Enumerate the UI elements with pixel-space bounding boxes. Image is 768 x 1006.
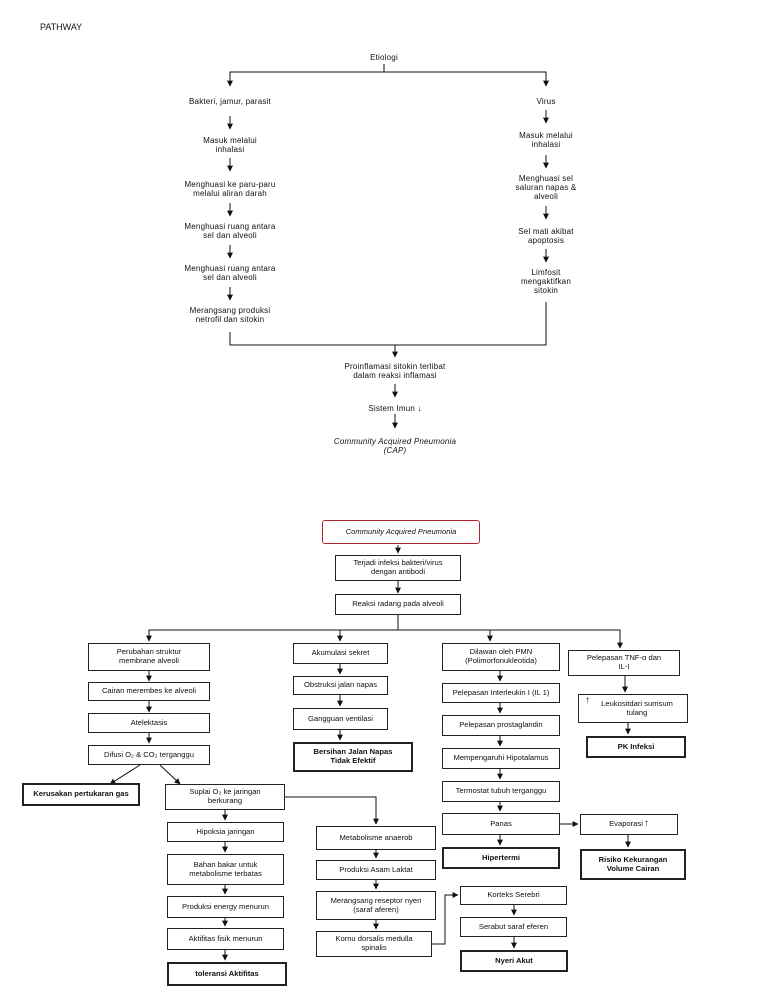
left-step-5: Menghuasi ruang antara sel dan alveoli: [184, 264, 276, 282]
bahan-bakar-box: Bahan bakar untuk metabolisme terbatas: [167, 854, 284, 885]
hipotalamus-box: Mempengaruhi Hipotalamus: [442, 748, 560, 769]
up-arrow-icon: ↑: [585, 695, 590, 706]
cap-text: Community Acquired Pneumonia (CAP): [333, 437, 457, 455]
left-step-3: Menghuasi ke paru-paru melalui aliran da…: [184, 180, 276, 198]
tnf-box: Pelepasan TNF-α dan IL-I: [568, 650, 680, 676]
right-step-3: Menghuasi sel saluran napas & alveoli: [515, 174, 577, 201]
termostat-box: Termostat tubuh terganggu: [442, 781, 560, 802]
risiko-volume-cairan-box: Risiko Kekurangan Volume Cairan: [580, 849, 686, 880]
bersihan-jalan-napas-box: Bersihan Jalan Napas Tidak Efektif: [293, 742, 413, 772]
right-step-1: Virus: [536, 97, 556, 106]
hipoksia-box: Hipoksia jaringan: [167, 822, 284, 842]
evaporasi-box: Evaporasi↑: [580, 814, 678, 835]
metabolisme-anaerob-box: Metabolisme anaerob: [316, 826, 436, 850]
interleukin-box: Pelepasan Interleukin I (IL 1): [442, 683, 560, 703]
obstruksi-box: Obstruksi jalan napas: [293, 676, 388, 695]
gangguan-ventilasi-box: Gangguan ventilasi: [293, 708, 388, 730]
panas-box: Panas: [442, 813, 560, 835]
akumulasi-sekret-box: Akumulasi sekret: [293, 643, 388, 664]
suplai-o2-box: Suplai O₂ ke jaringan berkurang: [165, 784, 285, 810]
up-arrow-icon: ↑: [643, 818, 649, 830]
nyeri-akut-box: Nyeri Akut: [460, 950, 568, 972]
pk-infeksi-box: PK Infeksi: [586, 736, 686, 758]
infeksi-box: Terjadi infeksi bakteri/virus dengan ant…: [335, 555, 461, 581]
pmn-box: Dilawan oleh PMN (Polimorfonukleotida): [442, 643, 560, 671]
prostaglandin-box: Pelepasan prostaglandin: [442, 715, 560, 736]
page-header: PATHWAY: [40, 22, 83, 32]
cairan-merembes-box: Cairan merembes ke alveoli: [88, 682, 210, 701]
etiologi-label: Etiologi: [370, 53, 398, 62]
radang-box: Reaksi radang pada alveoli: [335, 594, 461, 615]
left-step-4: Menghuasi ruang antara sel dan alveoli: [184, 222, 276, 240]
leukosit-box: ↑ Leukositdari sumsum tulang: [578, 694, 688, 723]
left-step-6: Merangsang produksi netrofil dan sitokin: [189, 306, 271, 324]
kerusakan-pertukaran-gas-box: Kerusakan pertukaran gas: [22, 783, 140, 806]
toleransi-aktifitas-box: toleransi Aktifitas: [167, 962, 287, 986]
right-step-5: Limfosit mengaktifkan sitokin: [521, 268, 571, 295]
kornu-dorsalis-box: Kornu dorsalis medulla spinalis: [316, 931, 432, 957]
right-step-2: Masuk melalui inhalasi: [519, 131, 573, 149]
serabut-saraf-box: Serabut saraf eferen: [460, 917, 567, 937]
left-step-2: Masuk melalui inhalasi: [203, 136, 257, 154]
proinflamasi-text: Proinflamasi sitokin terlibat dalam reak…: [344, 362, 446, 380]
korteks-serebri-box: Korteks Serebri: [460, 886, 567, 905]
aktifitas-fisik-box: Aktifitas fisik menurun: [167, 928, 284, 950]
sistem-imun-text: Sistem Imun ↓: [368, 404, 422, 413]
perubahan-struktur-box: Perubahan struktur membrane alveoli: [88, 643, 210, 671]
reseptor-nyeri-box: Merangsang reseptor nyeri (saraf aferen): [316, 891, 436, 920]
produksi-energy-box: Produksi energy menurun: [167, 896, 284, 918]
right-step-4: Sel mati akibat apoptosis: [518, 227, 574, 245]
asam-laktat-box: Produksi Asam Laktat: [316, 860, 436, 880]
cap-box: Community Acquired Pneumonia: [322, 520, 480, 544]
atelektasis-box: Atelektasis: [88, 713, 210, 733]
left-step-1: Bakteri, jamur, parasit: [189, 97, 271, 106]
difusi-box: Difusi O₂ & CO₂ terganggu: [88, 745, 210, 765]
hipertermi-box: Hipertermi: [442, 847, 560, 869]
